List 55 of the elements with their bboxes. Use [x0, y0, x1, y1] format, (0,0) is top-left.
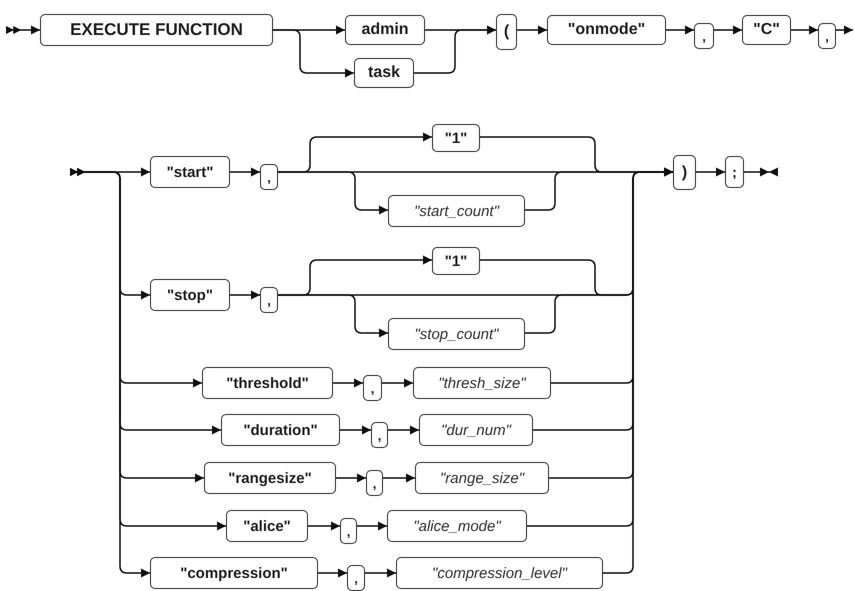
keyword-box: , — [260, 164, 278, 190]
connector-arrow — [383, 474, 415, 482]
keyword-box: admin — [345, 15, 425, 45]
keyword-box: "onmode" — [547, 15, 666, 45]
parameter-box: "dur_num" — [419, 414, 533, 446]
connector-arrow — [308, 522, 340, 530]
connector-arrow — [340, 426, 371, 434]
keyword-box: , — [260, 287, 278, 313]
keyword-box: , — [363, 375, 382, 401]
keyword-box: "rangesize" — [204, 462, 336, 494]
connector-arrow — [365, 568, 396, 578]
connector-arrow — [388, 426, 419, 434]
connector-arrow — [382, 378, 413, 388]
keyword-box: "threshold" — [202, 367, 333, 399]
parameter-box: "start_count" — [388, 195, 525, 227]
parameter-box: "alice_mode" — [387, 510, 527, 542]
keyword-box: , — [371, 422, 388, 448]
keyword-box: ) — [673, 155, 696, 190]
connector-arrow — [336, 474, 366, 482]
connector-arrow — [6, 26, 40, 34]
keyword-box: "1" — [432, 124, 480, 152]
keyword-box: "compression" — [150, 557, 318, 589]
connector-arrow — [714, 26, 742, 34]
parameter-box: "range_size" — [415, 462, 549, 494]
connector-arrow — [357, 522, 387, 530]
connector-arrow — [70, 168, 150, 578]
connector-arrow — [273, 29, 354, 78]
connector-arrow — [517, 26, 547, 34]
connector-arrow — [230, 290, 260, 300]
connector-arrow — [696, 168, 725, 176]
keyword-box: EXECUTE FUNCTION — [40, 14, 273, 46]
keyword-box: , — [366, 470, 383, 496]
keyword-box: ; — [725, 156, 744, 188]
keyword-box: "duration" — [221, 414, 340, 446]
keyword-box: , — [818, 23, 836, 49]
keyword-box: "alice" — [226, 510, 308, 542]
connector-arrow — [836, 26, 853, 34]
connector-arrow — [333, 378, 363, 388]
keyword-box: "1" — [432, 247, 480, 275]
keyword-box: task — [354, 58, 414, 88]
keyword-box: "stop" — [150, 279, 230, 311]
keyword-box: ( — [496, 14, 517, 50]
connector-arrow — [318, 568, 347, 578]
keyword-box: "start" — [150, 156, 230, 188]
keyword-box: , — [340, 518, 357, 544]
parameter-box: "thresh_size" — [413, 367, 551, 399]
keyword-box: , — [347, 565, 365, 591]
keyword-box: "C" — [742, 15, 791, 45]
connector-arrow — [791, 26, 818, 34]
keyword-box: , — [694, 23, 714, 49]
parameter-box: "stop_count" — [388, 318, 525, 350]
parameter-box: "compression_level" — [396, 557, 603, 589]
connector-arrow — [666, 26, 694, 34]
connector-arrow — [230, 168, 260, 176]
connector-arrow — [414, 26, 496, 74]
